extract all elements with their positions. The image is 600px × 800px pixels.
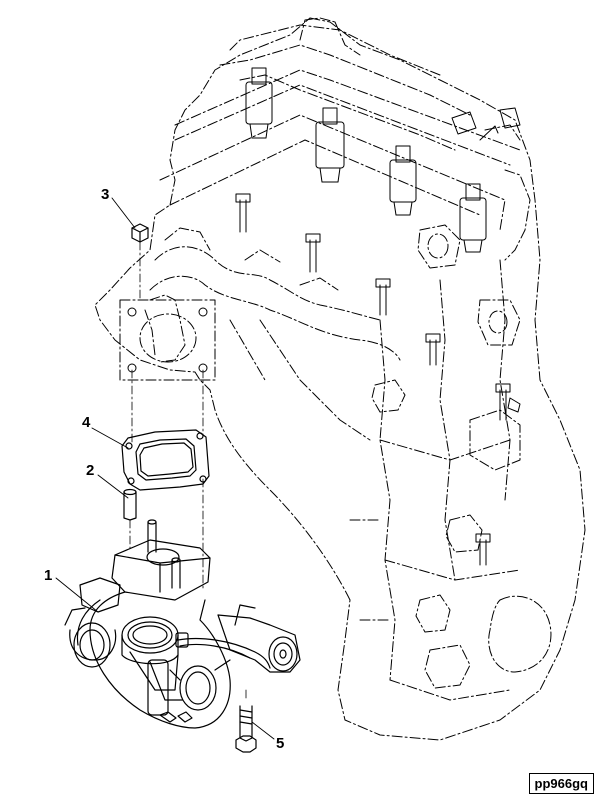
manifold-outlet-flange	[119, 299, 216, 381]
manifold-studs	[235, 193, 521, 566]
callout-1: 1	[44, 567, 53, 584]
reference-code: pp966gq	[528, 773, 594, 794]
callout-2: 2	[86, 462, 95, 479]
engine-block-phantom	[94, 17, 586, 741]
part-3-nut	[131, 223, 149, 243]
part-1-turbocharger	[64, 519, 301, 729]
part-2-stud	[123, 488, 137, 521]
flange-bolt-holes	[127, 307, 208, 373]
callout-5: 5	[276, 735, 285, 752]
fuel-injectors	[245, 67, 521, 253]
part-4-gasket	[121, 429, 210, 491]
alignment-lines	[129, 241, 247, 701]
part-5-bolt	[235, 705, 257, 753]
callout-3: 3	[101, 186, 110, 203]
callout-4: 4	[82, 414, 91, 431]
leader-lines	[55, 197, 275, 740]
